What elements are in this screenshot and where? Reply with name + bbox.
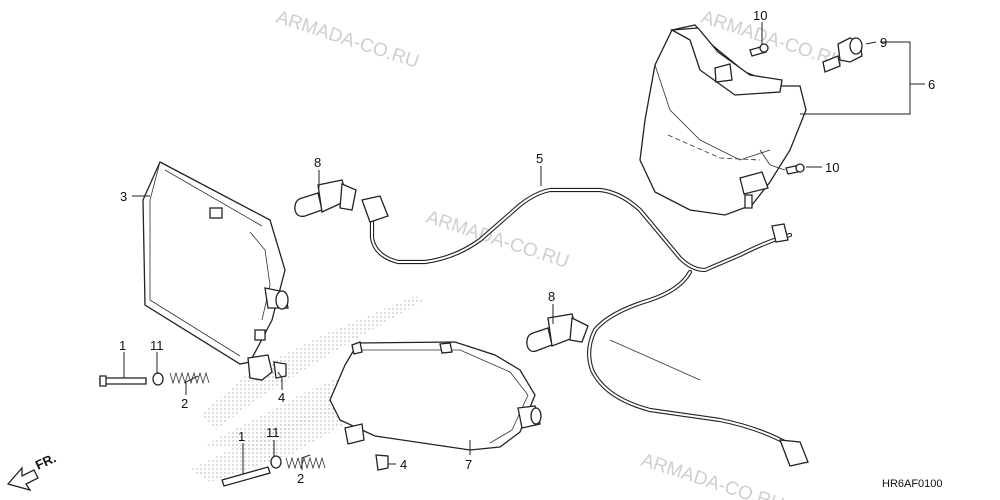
leader-lines [123, 22, 925, 474]
bulb-upper [294, 179, 357, 218]
watermark-bottom: ARMADA-CO.RU [638, 450, 786, 500]
watermark-center: ARMADA-CO.RU [423, 207, 571, 273]
screw-set-lower [221, 454, 389, 487]
headlight-lower [329, 341, 542, 451]
front-direction-arrow: FR. [6, 450, 58, 492]
watermark-top: ARMADA-CO.RU [273, 7, 421, 73]
callout-9: 9 [880, 35, 887, 50]
screw-upper [749, 43, 769, 57]
screw-lower [785, 163, 805, 175]
callout-11-lower: 11 [266, 425, 280, 440]
callout-7: 7 [465, 457, 472, 472]
screw-set-upper [99, 361, 287, 387]
callout-labels: 1 11 2 4 1 11 2 4 3 8 8 5 7 10 9 6 10 [119, 8, 935, 486]
callout-6: 6 [928, 77, 935, 92]
callout-2-lower: 2 [297, 471, 304, 486]
small-bulb [822, 37, 863, 73]
callout-4-lower: 4 [400, 457, 407, 472]
callout-10-upper: 10 [753, 8, 767, 23]
callout-8-upper: 8 [314, 155, 321, 170]
wire-harness [361, 187, 809, 467]
front-cover-unit [639, 24, 807, 216]
callout-4-upper: 4 [278, 390, 285, 405]
callout-10-lower: 10 [825, 160, 839, 175]
diagram-code: HR6AF0100 [882, 478, 943, 490]
callout-11-upper: 11 [150, 338, 164, 353]
callout-8-lower: 8 [548, 289, 555, 304]
callout-2-upper: 2 [181, 396, 188, 411]
callout-1-upper: 1 [119, 338, 126, 353]
direction-label: FR. [33, 450, 58, 472]
callout-1-lower: 1 [238, 429, 245, 444]
bulb-lower [526, 313, 589, 353]
callout-5: 5 [536, 151, 543, 166]
headlight-left [142, 161, 289, 381]
callout-3: 3 [120, 189, 127, 204]
